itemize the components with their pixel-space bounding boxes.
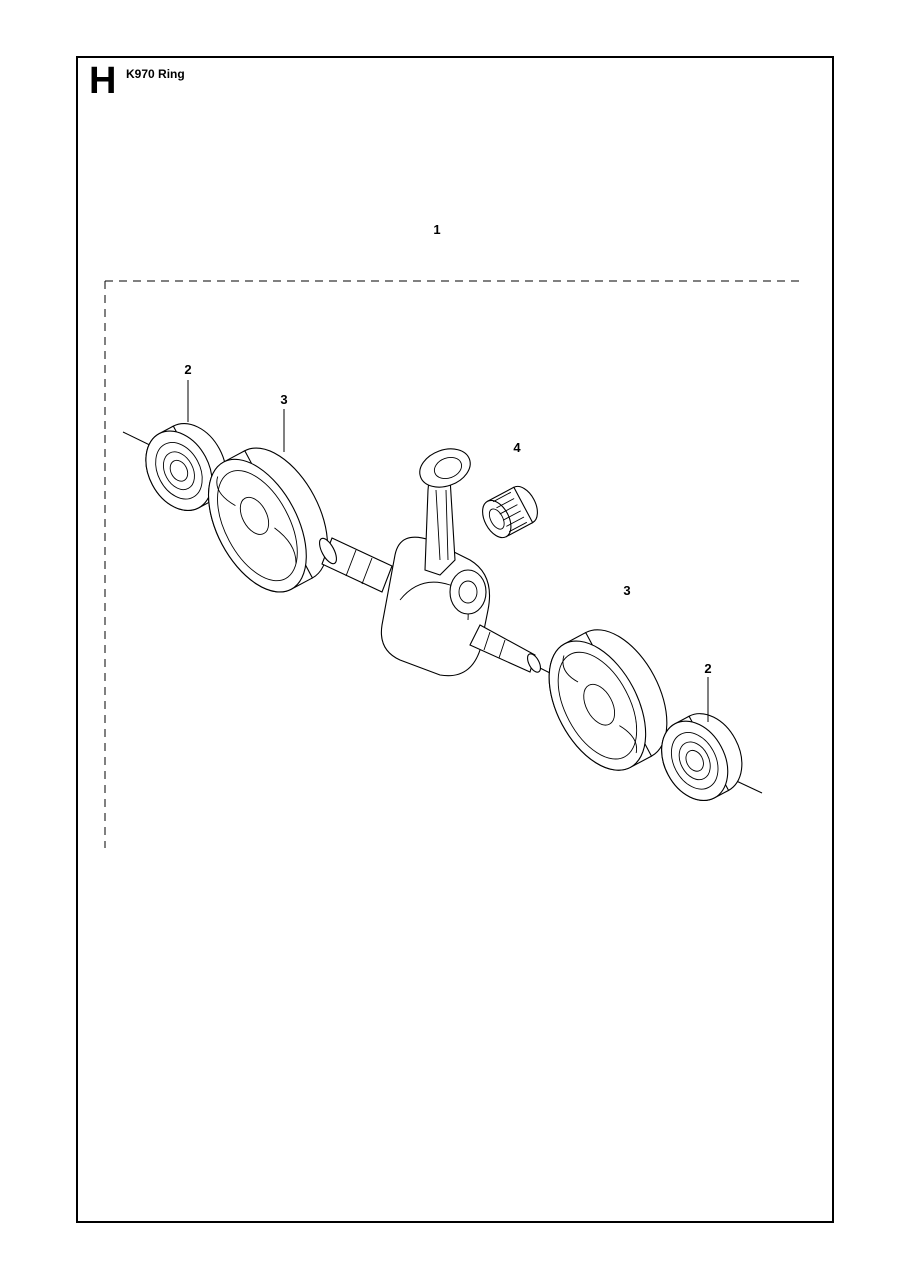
assembly-group-bracket	[104, 280, 805, 848]
ball-bearing-right	[661, 713, 743, 802]
seal-ring-left	[207, 447, 329, 593]
callout-assembly: 1	[433, 222, 440, 237]
model-title: K970 Ring	[126, 67, 185, 81]
section-letter: H	[89, 60, 117, 102]
seal-ring-right	[548, 629, 668, 771]
callout-bearing-left: 2	[184, 362, 191, 377]
callout-seal-ring-left: 3	[280, 392, 287, 407]
page-frame	[76, 56, 834, 1223]
callout-seal-ring-right: 3	[623, 583, 630, 598]
callout-bearing-right: 2	[704, 661, 711, 676]
crankshaft-right-journal	[469, 624, 541, 673]
callout-needle-bearing: 4	[513, 440, 521, 455]
crankshaft-assembly	[380, 448, 491, 677]
crankshaft-left-journal	[319, 537, 393, 593]
needle-bearing	[482, 485, 538, 539]
